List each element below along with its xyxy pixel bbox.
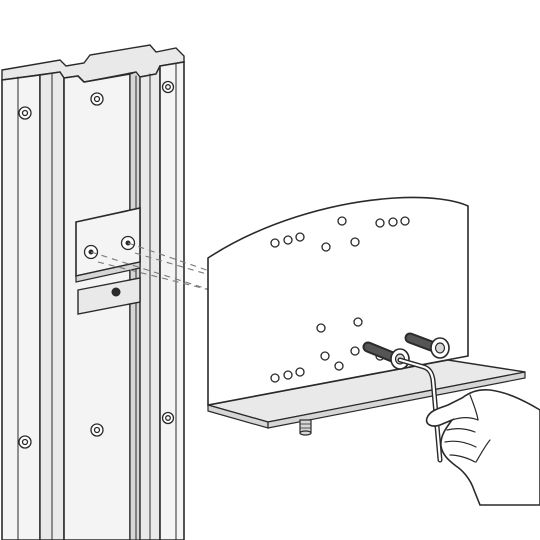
bracket-hole (283, 235, 293, 245)
screw-stud (299, 419, 312, 436)
bracket-hole (270, 238, 280, 248)
slot-nut (77, 277, 141, 315)
rail-right-channel (159, 61, 185, 540)
bracket-hole (283, 370, 293, 380)
rail-slot-plate (75, 207, 141, 283)
screw-head-socket (434, 342, 446, 354)
bracket-hole (270, 373, 280, 383)
hex-key (397, 357, 443, 463)
upright-rail (1, 44, 185, 540)
bracket-hole (350, 346, 360, 356)
rail-hole-inner (21, 438, 29, 446)
bracket-hole (353, 317, 363, 327)
slot-nut-body (77, 277, 141, 315)
rail-hole-inner (93, 95, 101, 103)
hand (425, 389, 540, 506)
bracket-hole (295, 232, 305, 242)
hand-outline (425, 389, 540, 506)
bracket-holes-top (270, 216, 410, 252)
bracket-hole (388, 217, 398, 227)
rail-hole-inner (21, 109, 29, 117)
bracket-hole (320, 351, 330, 361)
bracket-shelf-front (267, 371, 526, 429)
rail-center-slot (129, 71, 141, 540)
bracket-hole (316, 323, 326, 333)
bracket-hole (337, 216, 347, 226)
bracket-hole (375, 218, 385, 228)
bracket-hole (350, 237, 360, 247)
rail-hole-inner (93, 426, 101, 434)
rail-hole-inner (165, 84, 171, 90)
screw (362, 341, 410, 370)
slot-nut-hole (111, 287, 121, 297)
slot-plate-lower-gap (75, 261, 141, 283)
rail-left-channel (1, 74, 41, 540)
bracket-hole (334, 361, 344, 371)
bracket-hole (295, 367, 305, 377)
screw-stud-end (299, 430, 312, 436)
bracket-hole (321, 242, 331, 252)
bracket-hole (400, 216, 410, 226)
rail-holes (18, 80, 175, 449)
screw (404, 332, 450, 359)
rail-hole-inner (165, 415, 171, 421)
